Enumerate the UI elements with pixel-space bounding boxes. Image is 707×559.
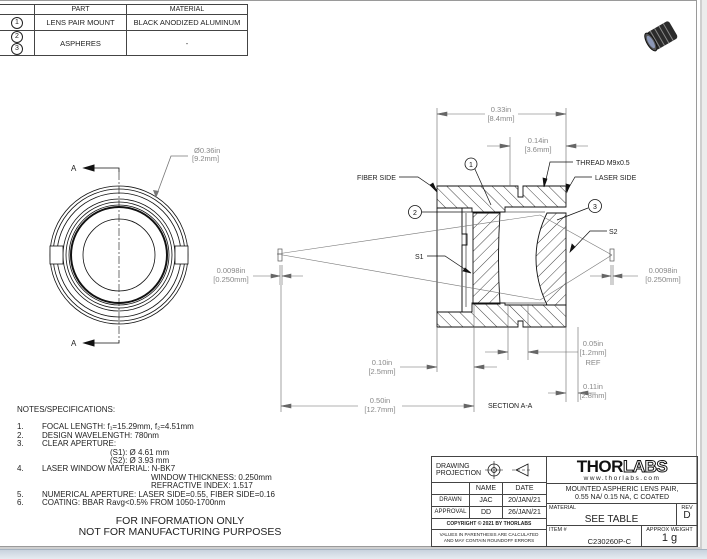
- sheet-border: [0, 0, 697, 547]
- tb-rev-value: D: [683, 510, 691, 521]
- bill-of-materials-table: PART MATERIAL 1 LENS PAIR MOUNT BLACK AN…: [0, 4, 248, 56]
- notes-title: NOTES/SPECIFICATIONS:: [17, 405, 116, 414]
- tb-blank: [432, 483, 470, 495]
- tb-drawn-date: 20/JAN/21: [503, 495, 547, 507]
- tb-approval-name: DD: [470, 507, 503, 519]
- tb-item-value: C230260P-C: [587, 537, 631, 546]
- note-item: 5.NUMERICAL APERTURE: LASER SIDE=0.55, F…: [17, 489, 275, 499]
- tb-weight-cell: APPROX WEIGHT 1 g: [642, 526, 698, 547]
- tb-drawn-name: JAC: [470, 495, 503, 507]
- drawing-sheet: PART MATERIAL 1 LENS PAIR MOUNT BLACK AN…: [0, 0, 702, 549]
- callout-balloon: 3: [11, 43, 23, 55]
- tb-website: www.thorlabs.com: [583, 475, 661, 482]
- tb-item-cell: ITEM # C230260P-C: [547, 526, 642, 547]
- bom-part: LENS PAIR MOUNT: [34, 14, 127, 31]
- tb-description: MOUNTED ASPHERIC LENS PAIR, 0.55 NA/ 0.1…: [547, 484, 698, 504]
- bom-material: -: [126, 30, 248, 56]
- bom-part: ASPHERES: [34, 30, 127, 56]
- tb-date-header: DATE: [503, 483, 547, 495]
- bom-header-part: PART: [34, 4, 127, 15]
- tb-weight-value: 1 g: [661, 532, 678, 544]
- tb-material-value: SEE TABLE: [584, 514, 639, 525]
- tb-material-cell: MATERIAL SEE TABLE: [547, 504, 677, 526]
- thorlabs-logo: THORLABS: [576, 457, 668, 476]
- callout-balloon: 2: [11, 31, 23, 43]
- note-item: 4.LASER WINDOW MATERIAL: N-BK7: [17, 464, 176, 474]
- note-subitem: (S2): Ø 3.93 mm: [110, 456, 170, 466]
- tb-drawn-label: DRAWN: [432, 495, 470, 507]
- callout-balloon: 1: [11, 16, 23, 29]
- bom-row: 1 LENS PAIR MOUNT BLACK ANODIZED ALUMINU…: [0, 14, 248, 31]
- bom-header-callout: [0, 4, 35, 15]
- bom-row: 23 ASPHERES -: [0, 30, 248, 56]
- note-item: 6.COATING: BBAR Ravg<0.5% FROM 1050-1700…: [17, 498, 226, 508]
- projection-cell: DRAWING PROJECTION: [432, 457, 547, 483]
- tb-values-note: VALUES IN PARENTHESIS ARE CALCULATED AND…: [432, 530, 547, 547]
- note-subitem: (S1): Ø 4.61 mm: [110, 447, 170, 457]
- bom-callouts: 23: [0, 30, 35, 56]
- note-subitem: REFRACTIVE INDEX: 1.517: [151, 481, 253, 491]
- note-item: 1.FOCAL LENGTH: f₁=15.29mm, f₂=4.51mm: [17, 422, 194, 432]
- note-subitem: WINDOW THICKNESS: 0.250mm: [151, 472, 272, 482]
- tb-name-header: NAME: [470, 483, 503, 495]
- bom-material: BLACK ANODIZED ALUMINUM: [126, 14, 248, 31]
- bom-header-material: MATERIAL: [126, 4, 248, 15]
- notes-specifications: NOTES/SPECIFICATIONS: 1.FOCAL LENGTH: f₁…: [17, 405, 275, 508]
- note-item: 3.CLEAR APERTURE:: [17, 439, 117, 449]
- note-item: 2.DESIGN WAVELENGTH: 780nm: [17, 430, 159, 440]
- third-angle-projection-icon: [485, 461, 532, 479]
- tb-logo-cell: THORLABS www.thorlabs.com: [547, 457, 698, 484]
- disclaimer: FOR INFORMATION ONLY NOT FOR MANUFACTURI…: [78, 515, 282, 538]
- tb-approval-date: 26/JAN/21: [503, 507, 547, 519]
- tb-rev-cell: REV D: [677, 504, 698, 526]
- title-block: DRAWING PROJECTION NAME DATE DRAWN JAC 2…: [431, 456, 698, 547]
- tb-approval-label: APPROVAL: [432, 507, 470, 519]
- bom-header-row: PART MATERIAL: [0, 4, 248, 15]
- bom-callouts: 1: [0, 14, 35, 31]
- window-bottom-scrollbar[interactable]: [0, 549, 707, 559]
- tb-copyright: COPYRIGHT © 2021 BY THORLABS: [432, 519, 547, 530]
